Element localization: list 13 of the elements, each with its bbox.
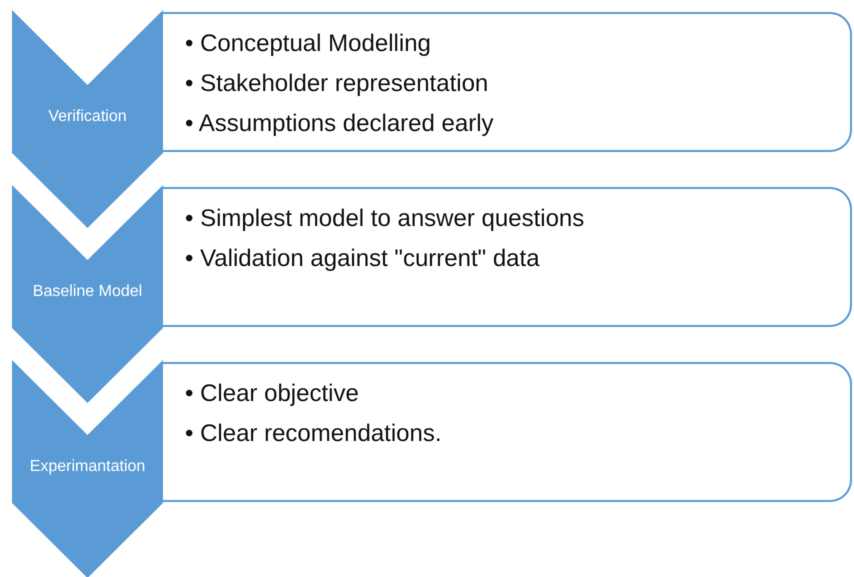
step-label: Experimantation: [28, 458, 146, 476]
bullet-text: • Validation against "current" data: [185, 244, 541, 274]
bullet-text: • Clear recomendations.: [185, 419, 443, 449]
content-box: [163, 362, 852, 502]
bullet-text: • Clear objective: [185, 379, 360, 409]
content-box: [163, 187, 852, 327]
bullet-text: • Stakeholder representation: [185, 69, 490, 99]
step-label: Verification: [47, 108, 128, 126]
step-label: Baseline Model: [32, 283, 144, 301]
bullet-text: • Assumptions declared early: [185, 109, 495, 139]
bullet-text: • Conceptual Modelling: [185, 29, 432, 59]
content-box: [163, 12, 852, 152]
bullet-text: • Simplest model to answer questions: [185, 204, 586, 234]
